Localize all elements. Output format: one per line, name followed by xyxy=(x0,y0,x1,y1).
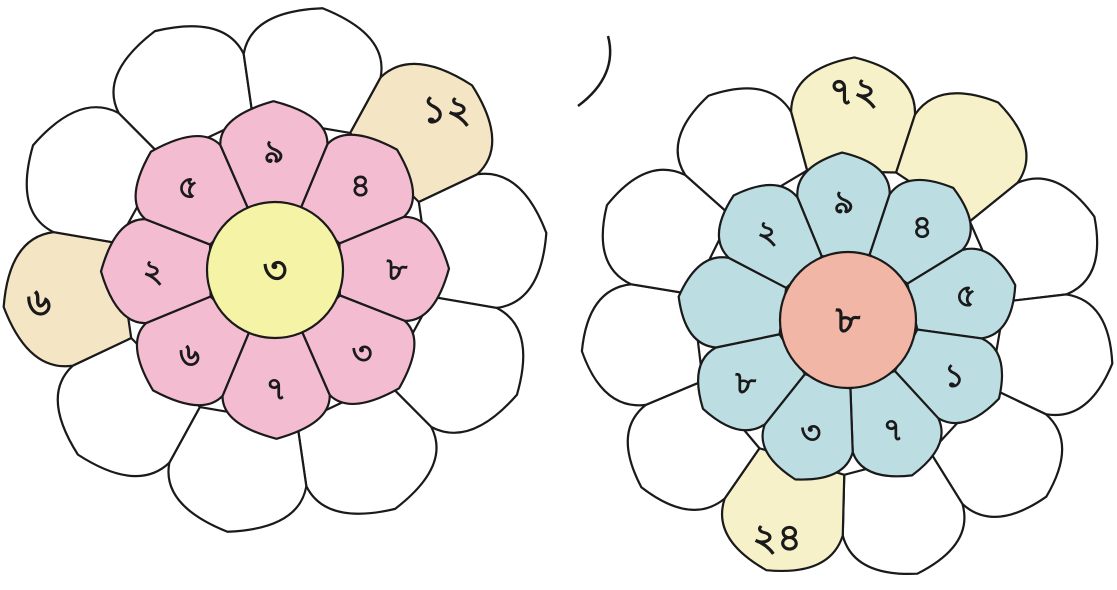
inner-petal-label: ২ xyxy=(757,213,778,251)
inner-petal-label: ৩ xyxy=(800,413,821,451)
inner-petal-label: ৩ xyxy=(352,334,373,372)
outer-petal-label: ৭২ xyxy=(829,70,878,114)
inner-petal-label: ৫ xyxy=(178,168,199,206)
outer-petal-label: ৬ xyxy=(26,280,51,324)
inner-petal-label: ১ xyxy=(944,356,965,394)
inner-petal-label: ৭ xyxy=(883,410,904,448)
inner-petal-label: ২ xyxy=(143,252,164,290)
inner-petal-label: ৫ xyxy=(955,276,976,314)
inner-petal-label: ৯ xyxy=(833,183,854,221)
inner-petal-label: ৪ xyxy=(350,167,371,205)
inner-petal-label: ৮ xyxy=(734,364,756,402)
center-label: ৮ xyxy=(835,298,861,342)
inner-petal-label: ৪ xyxy=(912,208,933,246)
outer-petal-label: ২৪ xyxy=(752,515,801,559)
flower-right: ৭২ ২৪ ৯ ৪৫ ১ ৭ ৩ ৮ ২ ৮ xyxy=(582,57,1112,573)
inner-petal-label: ৬ xyxy=(179,335,200,373)
center-label: ৩ xyxy=(263,248,288,292)
flower-left: ১২ ৬ ৪ ৮ ৩ ৭ ৬ ২ ৫ ৯ ৩ xyxy=(4,8,547,531)
partial-curve-line xyxy=(578,36,610,106)
inner-petal-label: ৭ xyxy=(266,369,287,407)
outer-petal-label: ১২ xyxy=(422,87,471,131)
inner-petal-label: ৯ xyxy=(264,133,285,171)
inner-petal-label: ৮ xyxy=(386,250,408,288)
